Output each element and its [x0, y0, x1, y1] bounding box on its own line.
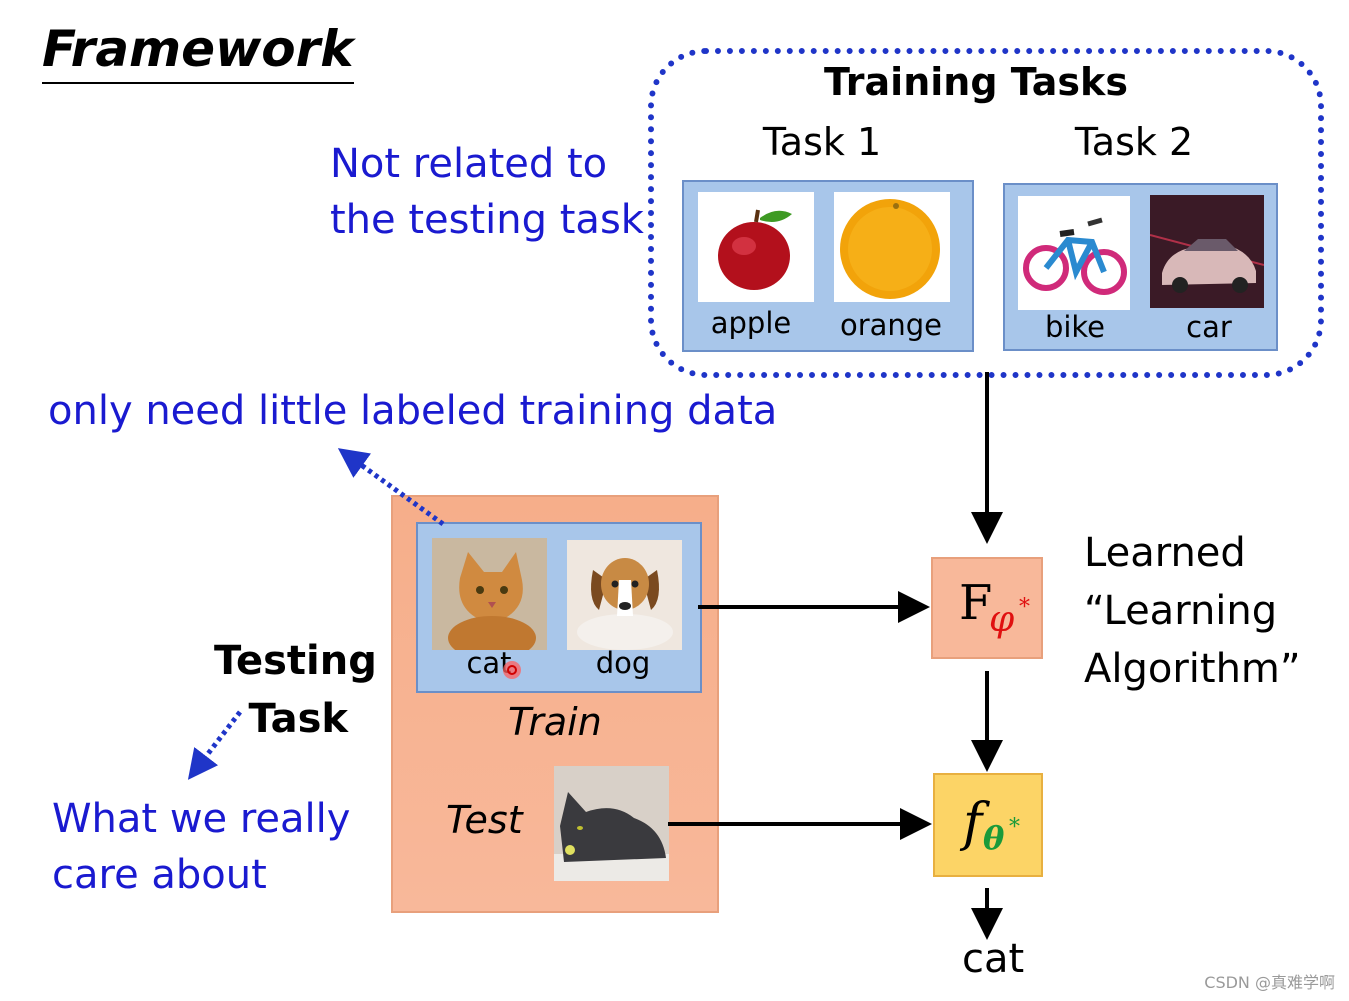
phi-star: * — [1019, 595, 1030, 620]
note-care-line2: care about — [52, 852, 267, 898]
note-not-related: Not related to the testing task — [330, 136, 644, 248]
bike-image — [1018, 196, 1130, 310]
bike-label: bike — [1044, 310, 1106, 344]
car-label: car — [1186, 310, 1232, 344]
learned-algorithm-text: Learned “Learning Algorithm” — [1084, 524, 1301, 698]
note-not-related-line2: the testing task — [330, 197, 644, 243]
f-symbol: f — [963, 793, 983, 853]
train-label: Train — [508, 700, 602, 744]
watermark: CSDN @真难学啊 — [1204, 973, 1335, 992]
testing-label-line2: Task — [248, 696, 348, 742]
output-label: cat — [962, 936, 1025, 982]
testing-task-label: Testing Task — [214, 632, 377, 748]
theta-subscript: θ — [983, 819, 1005, 857]
training-tasks-title: Training Tasks — [824, 60, 1128, 104]
dog-label: dog — [595, 646, 651, 680]
car-image — [1150, 195, 1264, 308]
note-care-line1: What we really — [52, 796, 351, 842]
learned-function-box: f θ * — [933, 773, 1043, 877]
apple-label: apple — [710, 306, 792, 340]
orange-image — [834, 192, 950, 302]
apple-image — [698, 192, 814, 302]
learned-line3: Algorithm” — [1084, 646, 1301, 692]
orange-label: orange — [839, 308, 943, 342]
learned-line1: Learned — [1084, 530, 1246, 576]
note-not-related-line1: Not related to — [330, 141, 608, 187]
learned-line2: “Learning — [1084, 588, 1278, 634]
theta-star: * — [1009, 815, 1020, 840]
page-title: Framework — [42, 18, 354, 84]
testing-label-line1: Testing — [214, 638, 377, 684]
test-label: Test — [446, 798, 523, 842]
note-little-data: only need little labeled training data — [48, 388, 778, 434]
test-cat-image — [554, 766, 669, 881]
cursor-ring — [507, 665, 517, 675]
learning-algorithm-box: F φ * — [931, 557, 1043, 659]
cat-image — [432, 538, 547, 650]
task2-label: Task 2 — [1074, 120, 1194, 164]
note-care-about: What we really care about — [52, 791, 350, 903]
F-symbol: F — [959, 575, 993, 631]
arrow-dotted-care-about — [187, 710, 242, 780]
phi-subscript: φ — [989, 599, 1015, 640]
arrow-dotted-little-data — [337, 448, 445, 527]
task1-label: Task 1 — [762, 120, 882, 164]
dog-image — [567, 540, 682, 650]
